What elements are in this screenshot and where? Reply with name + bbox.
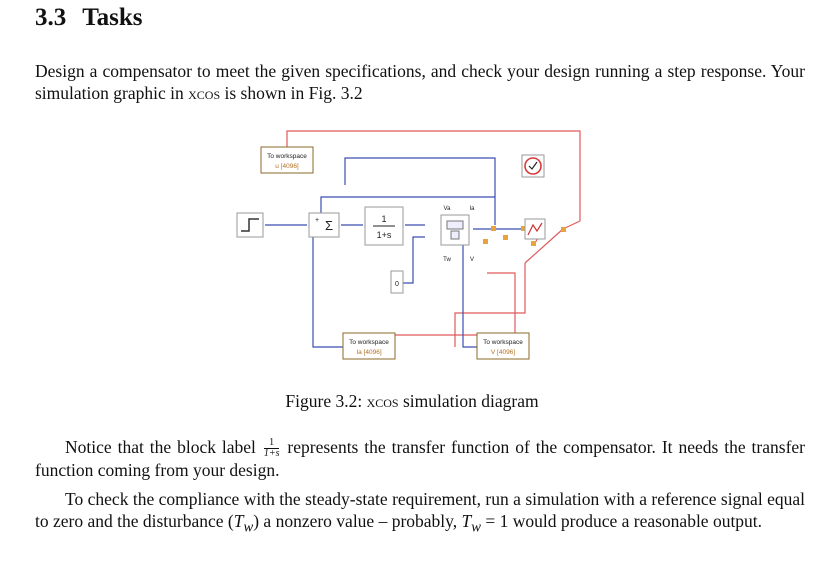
p3-eq: = 1 would produce a reasonable output. [481,511,763,531]
scope-block [524,218,546,240]
wire-ia-to-workspace [312,237,343,348]
intro-tool-name: xcos [188,83,221,103]
to-workspace-ia-block: To workspace Ia [4096] [342,332,396,360]
workspace-ia-var: Ia [4096] [356,349,381,356]
figure-caption: Figure 3.2: xcos simulation diagram [0,391,824,412]
motor-port-ia: Ia [469,206,475,212]
tf-denominator: 1+s [377,230,392,240]
workspace-v-title: To workspace [483,339,523,346]
workspace-u-title: To workspace [267,153,307,160]
section-title: Tasks [82,4,143,31]
intro-text-after: is shown in Fig. 3.2 [220,83,363,103]
sum-sign: + [315,217,319,224]
workspace-u-var: u [4096] [275,163,299,170]
section-number: 3.3 [35,4,67,31]
caption-label: Figure 3.2: [285,391,367,411]
wire-red-diagonal [524,228,564,264]
section-heading: 3.3 Tasks [35,4,143,32]
wire-red-v-out [454,263,526,347]
motor-port-v: V [470,257,474,263]
wire-const-to-motor [403,236,425,284]
sum-block: Σ + [308,212,340,238]
p3-middle: ) a nonzero value – probably, [253,511,462,531]
steady-state-paragraph: To check the compliance with the steady-… [35,489,805,536]
wire-u-to-clock-loop [286,130,581,221]
wire-feedback-top [320,196,496,225]
xcos-diagram: To workspace u [4096] Σ + 1 1+s 0 Va Ia … [236,130,581,360]
motor-superblock: Va Ia Tw V [440,206,475,263]
split-points [483,226,566,246]
caption-rest: simulation diagram [398,391,539,411]
intro-text-before: Design a compensator to meet the given s… [35,61,805,103]
caption-tool-name: xcos [366,391,399,411]
workspace-v-var: V [4096] [491,349,515,356]
sum-symbol: Σ [325,218,333,233]
step-source-block [236,212,264,238]
constant-block: 0 [390,270,404,294]
intro-paragraph: Design a compensator to meet the given s… [35,60,805,104]
p3-before: To check the compliance with the steady-… [35,489,805,531]
motor-port-tw: Tw [443,257,451,263]
motor-port-va: Va [444,206,452,212]
workspace-ia-title: To workspace [349,339,389,346]
wire-u-branch [344,157,496,197]
constant-value: 0 [395,281,399,288]
to-workspace-u-block: To workspace u [4096] [260,146,314,174]
p2-after: represents the transfer function of the … [35,437,805,481]
to-workspace-v-block: To workspace V [4096] [476,332,530,360]
tf-numerator: 1 [381,214,386,224]
wire-v-to-workspace [462,243,477,348]
p2-before: Notice that the block label [65,437,262,457]
compensator-tf-block: 1 1+s [364,206,404,246]
clock-block [521,154,545,178]
